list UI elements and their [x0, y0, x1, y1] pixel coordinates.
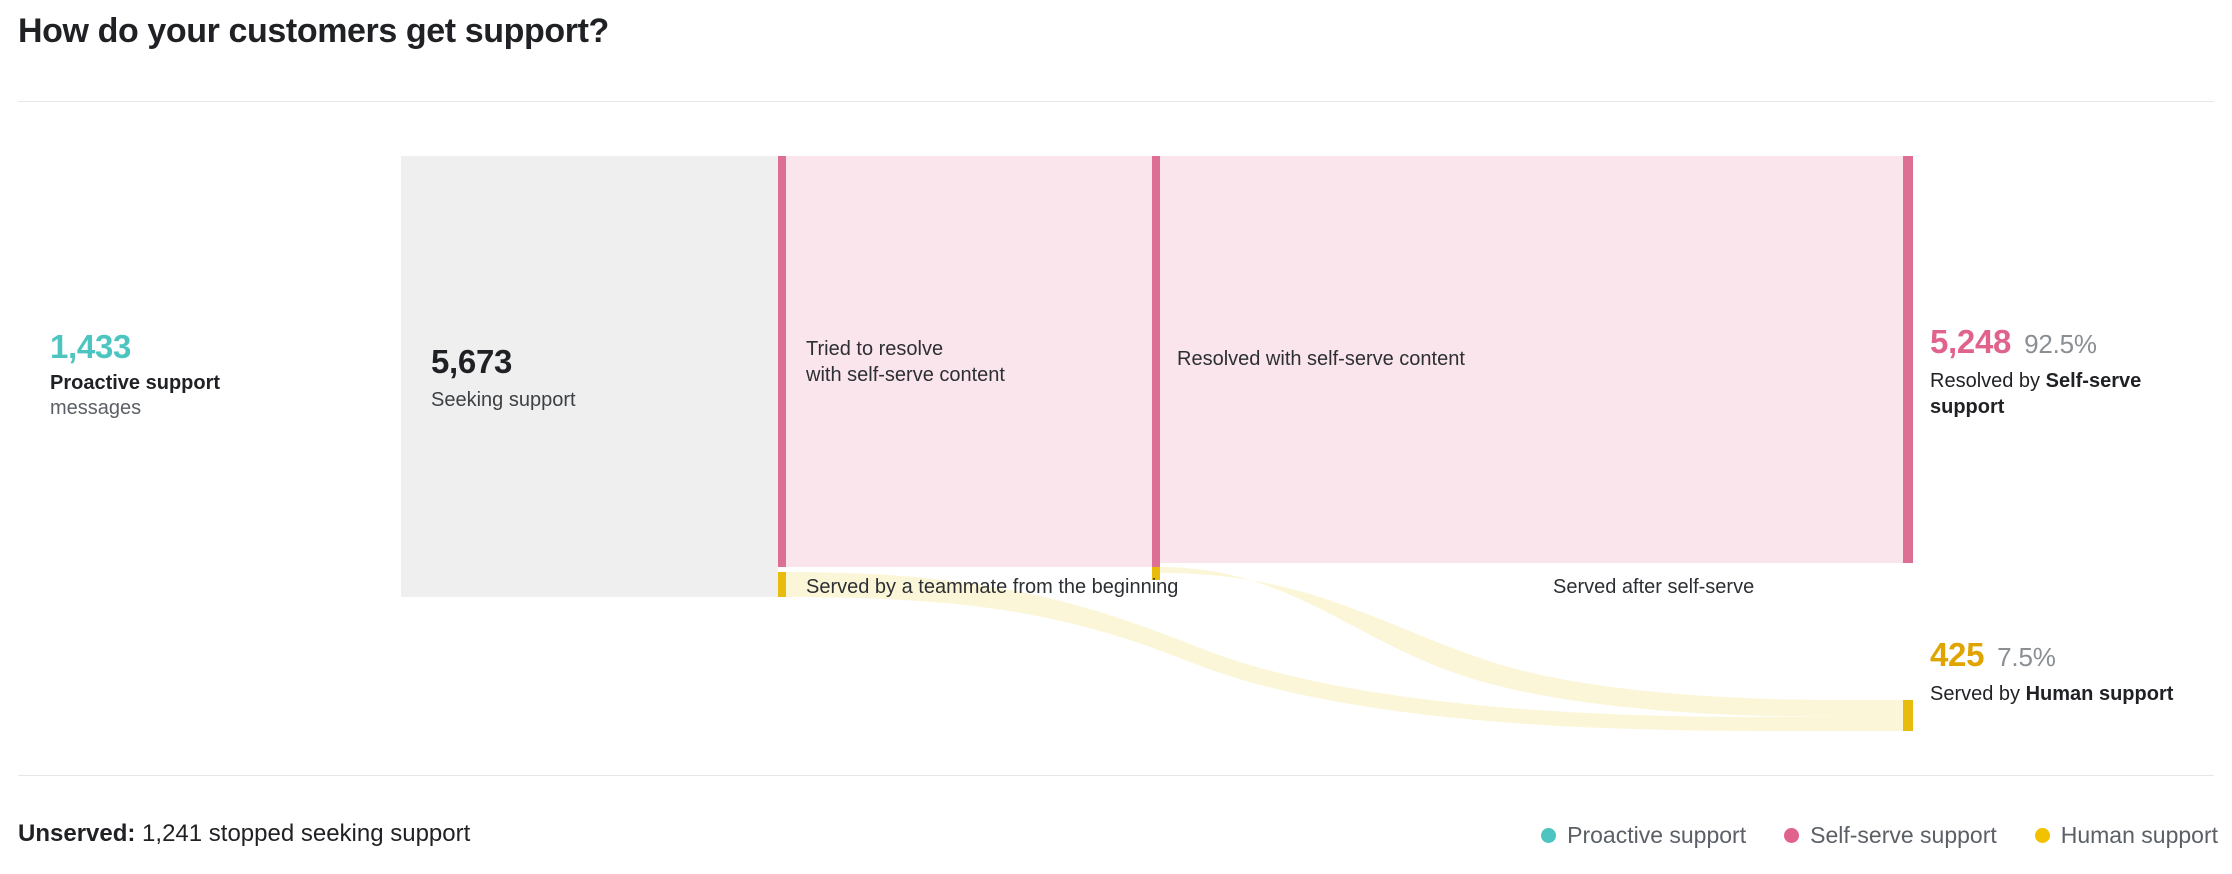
- node-bar-tried-self-serve[interactable]: [778, 156, 786, 567]
- proactive-sublabel: messages: [50, 397, 142, 419]
- legend-item-proactive-support[interactable]: Proactive support: [1541, 822, 1746, 849]
- proactive-value: 1,433: [50, 328, 132, 365]
- human-label-bold: Human support: [2025, 683, 2174, 705]
- legend-item-human-support[interactable]: Human support: [2034, 822, 2218, 849]
- human-value: 425: [1930, 636, 1985, 673]
- human-percent: 7.5%: [1997, 642, 2056, 672]
- header-divider: [18, 101, 2214, 102]
- legend: Proactive support Self-serve support Hum…: [1541, 822, 2218, 849]
- flow-label-tried-line2: with self-serve content: [806, 364, 1005, 387]
- legend-dot-icon: [2034, 828, 2050, 843]
- proactive-label: Proactive support: [50, 372, 221, 394]
- flow-label-served-by-teammate: Served by a teammate from the beginning: [806, 576, 1179, 598]
- self-serve-label-prefix: Resolved by: [1930, 370, 2046, 392]
- self-serve-value: 5,248: [1930, 323, 2012, 360]
- flow-label-tried-line1: Tried to resolve: [806, 338, 944, 360]
- seeking-value: 5,673: [431, 343, 513, 380]
- flow-label-resolved-self-serve: Resolved with self-serve content: [1177, 348, 1465, 370]
- unserved-summary: Unserved: 1,241 stopped seeking support: [18, 820, 470, 848]
- node-bar-human-support[interactable]: [1903, 700, 1913, 731]
- human-label-prefix: Served by: [1930, 683, 2026, 705]
- footer-divider: [18, 775, 2214, 776]
- self-serve-label-bold: Self-serve support: [1930, 370, 2142, 418]
- kpi-proactive-support: 1,433 Proactive support messages: [50, 330, 220, 420]
- self-serve-percent: 92.5%: [2024, 329, 2097, 359]
- legend-dot-icon: [1784, 828, 1800, 843]
- legend-label: Self-serve support: [1810, 822, 1997, 848]
- page-title: How do your customers get support?: [18, 12, 609, 50]
- flow-label-served-after-self-serve: Served after self-serve: [1553, 576, 1755, 598]
- legend-item-self-serve-support[interactable]: Self-serve support: [1784, 822, 1997, 849]
- seeking-label: Seeking support: [431, 389, 576, 411]
- legend-label: Human support: [2060, 822, 2218, 848]
- flow-label-tried-self-serve: Tried to resolve with self-serve content: [806, 336, 1005, 389]
- node-bar-self-serve-support[interactable]: [1903, 156, 1913, 563]
- kpi-human-support: 425 7.5% Served by Human support: [1930, 638, 2173, 708]
- unserved-label: Unserved:: [18, 820, 136, 847]
- unserved-text: 1,241 stopped seeking support: [142, 820, 471, 847]
- legend-label: Proactive support: [1567, 822, 1747, 848]
- legend-dot-icon: [1541, 828, 1557, 843]
- kpi-self-serve-support: 5,248 92.5% Resolved by Self-serve suppo…: [1930, 325, 2145, 420]
- kpi-seeking-support: 5,673 Seeking support: [431, 345, 576, 414]
- flow-served-after-self-serve[interactable]: [1160, 567, 1903, 717]
- node-bar-resolved-self-serve[interactable]: [1152, 156, 1160, 567]
- node-bar-teammate-from-beginning[interactable]: [778, 572, 786, 597]
